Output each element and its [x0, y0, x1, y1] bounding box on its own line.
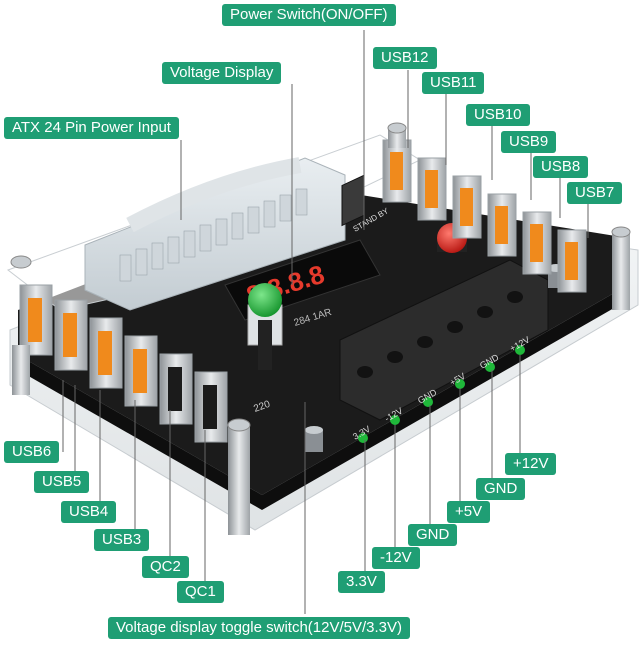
label-usb11: USB11 — [422, 72, 485, 94]
corner-standoffs — [10, 122, 631, 535]
label-gnd-b: GND — [408, 524, 458, 546]
label-minus12v: -12V — [372, 547, 420, 569]
label-voltage-display: Voltage Display — [162, 62, 282, 84]
label-gnd-a: GND — [476, 478, 526, 500]
label-usb6: USB6 — [4, 441, 60, 463]
label-power-switch: Power Switch(ON/OFF) — [222, 4, 396, 26]
label-toggle-switch: Voltage display toggle switch(12V/5V/3.3… — [108, 617, 411, 639]
terminal-blocks — [339, 174, 549, 443]
label-usb12: USB12 — [373, 47, 437, 69]
label-usb7: USB7 — [567, 182, 623, 204]
label-33v: 3.3V — [338, 571, 385, 593]
label-usb10: USB10 — [466, 104, 530, 126]
label-qc1: QC1 — [177, 581, 224, 603]
usb-ports-back-row — [382, 139, 587, 293]
callout-leader-lines — [62, 30, 589, 614]
voltage-toggle-button[interactable] — [247, 283, 283, 370]
label-usb5: USB5 — [34, 471, 90, 493]
label-usb8: USB8 — [533, 156, 589, 178]
label-usb4: USB4 — [61, 501, 117, 523]
label-usb3: USB3 — [94, 529, 150, 551]
label-plus5v: +5V — [447, 501, 491, 523]
label-qc2: QC2 — [142, 556, 189, 578]
label-usb9: USB9 — [501, 131, 557, 153]
label-plus12v: +12V — [505, 453, 557, 475]
label-atx-input: ATX 24 Pin Power Input — [4, 117, 179, 139]
usb-ports-front-row — [19, 284, 228, 443]
atx-24pin-connector — [84, 157, 346, 311]
